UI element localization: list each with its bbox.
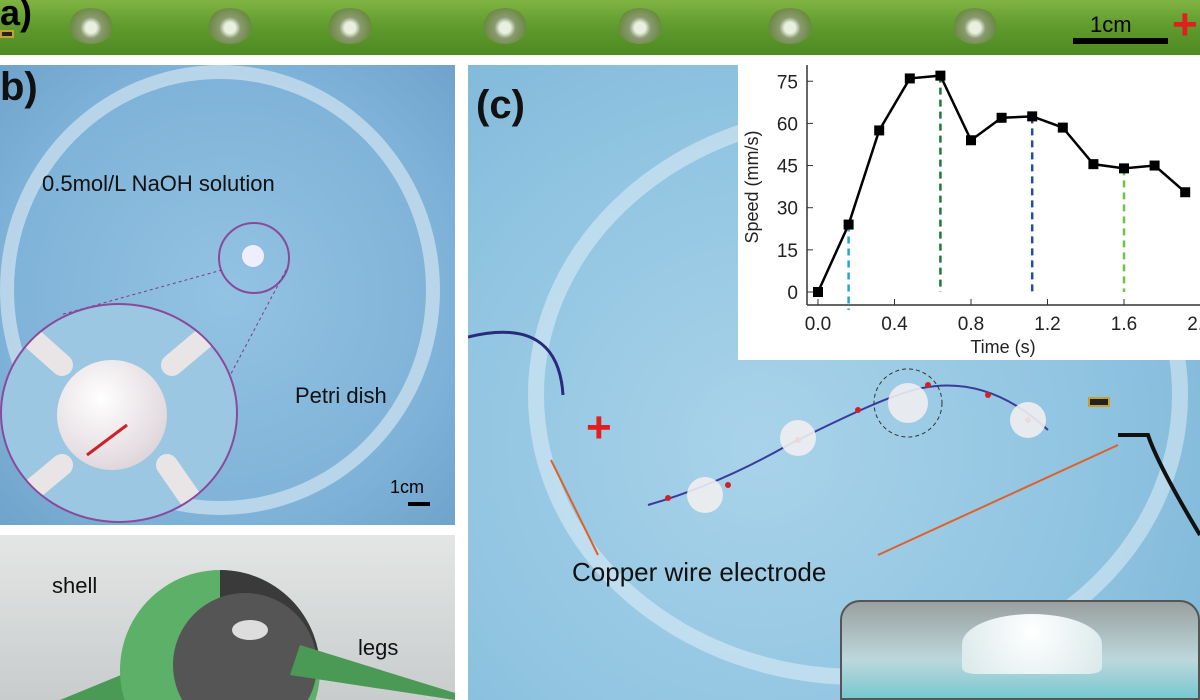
robot-small xyxy=(242,245,264,267)
data-point xyxy=(904,73,915,84)
scale-label: 1cm xyxy=(1090,12,1132,37)
droplet xyxy=(952,8,998,44)
solution-label: 0.5mol/L NaOH solution xyxy=(42,171,275,196)
droplet xyxy=(767,8,813,44)
data-point xyxy=(1180,187,1191,198)
legs-label: legs xyxy=(358,635,399,660)
minus-electrode-sign xyxy=(1088,397,1110,407)
side-view-inset xyxy=(840,600,1200,700)
data-point xyxy=(1027,111,1038,122)
x-tick-label: 1.2 xyxy=(1034,314,1060,335)
direction-arrow xyxy=(86,423,128,457)
zoom-circle-small xyxy=(218,222,290,294)
y-tick-label: 30 xyxy=(777,199,798,220)
speed-chart-svg: 0 15 30 45 60 75 0.0 0.4 0.8 1.2 1.6 2.0Time (s) Spe… xyxy=(742,65,1200,357)
data-point xyxy=(1149,160,1160,171)
panel-a-photo: a) 1cm + xyxy=(0,0,1200,55)
y-tick-label: 45 xyxy=(777,157,798,178)
x-tick-label: 0.8 xyxy=(958,314,984,335)
robot-legs xyxy=(15,322,221,512)
data-point xyxy=(966,135,976,146)
robot-3d-model xyxy=(60,570,455,700)
scale-label: 1cm xyxy=(390,477,425,497)
data-point xyxy=(843,219,854,230)
electrode-label: Copper wire electrode xyxy=(572,557,827,587)
x-tick-label: 0.0 xyxy=(805,314,831,335)
speed-line xyxy=(816,74,1187,293)
panel-c-label: (c) xyxy=(476,83,525,127)
data-point xyxy=(874,125,885,136)
speed-chart: 0 15 30 45 60 75 0.0 0.4 0.8 1.2 1.6 2.0Time (s) Spe… xyxy=(738,57,1200,360)
petri-dish-label: Petri dish xyxy=(295,383,387,408)
x-tick-label: 2.0 xyxy=(1187,314,1200,335)
x-tick-label: 1.6 xyxy=(1111,314,1137,335)
minus-electrode xyxy=(0,30,14,38)
data-point xyxy=(813,287,823,297)
panel-a-label: a) xyxy=(0,0,33,33)
droplet xyxy=(617,8,663,44)
robot-shell xyxy=(57,360,167,470)
scale-bar xyxy=(1073,38,1168,44)
x-tick-label: 0.4 xyxy=(881,314,908,335)
droplet xyxy=(207,8,253,44)
plus-sign: + xyxy=(1172,0,1198,49)
droplet xyxy=(327,8,373,44)
robot-side-view xyxy=(962,614,1102,674)
scale-bar xyxy=(408,502,430,506)
y-tick-label: 60 xyxy=(777,114,798,135)
data-point xyxy=(1119,163,1129,174)
y-tick-label: 0 xyxy=(787,283,798,304)
data-point xyxy=(1088,159,1099,170)
panel-d-render: shell legs xyxy=(0,535,455,700)
plus-electrode-sign: + xyxy=(586,403,612,452)
droplet xyxy=(68,8,114,44)
y-tick-label: 15 xyxy=(777,241,798,262)
data-point xyxy=(935,70,946,81)
data-point xyxy=(1057,122,1068,133)
droplet xyxy=(482,8,528,44)
panel-b-photo: b) 0.5mol/L NaOH solution Petri dish 1cm xyxy=(0,65,455,525)
y-axis-label: Speed (mm/s) xyxy=(742,130,762,243)
data-point xyxy=(996,112,1007,123)
zoom-circle-large xyxy=(0,303,238,523)
y-tick-label: 75 xyxy=(777,72,798,93)
shell-label: shell xyxy=(52,573,98,598)
panel-b-label: b) xyxy=(0,65,38,109)
trajectory xyxy=(468,330,1200,556)
x-axis-label: Time (s) xyxy=(970,337,1035,357)
